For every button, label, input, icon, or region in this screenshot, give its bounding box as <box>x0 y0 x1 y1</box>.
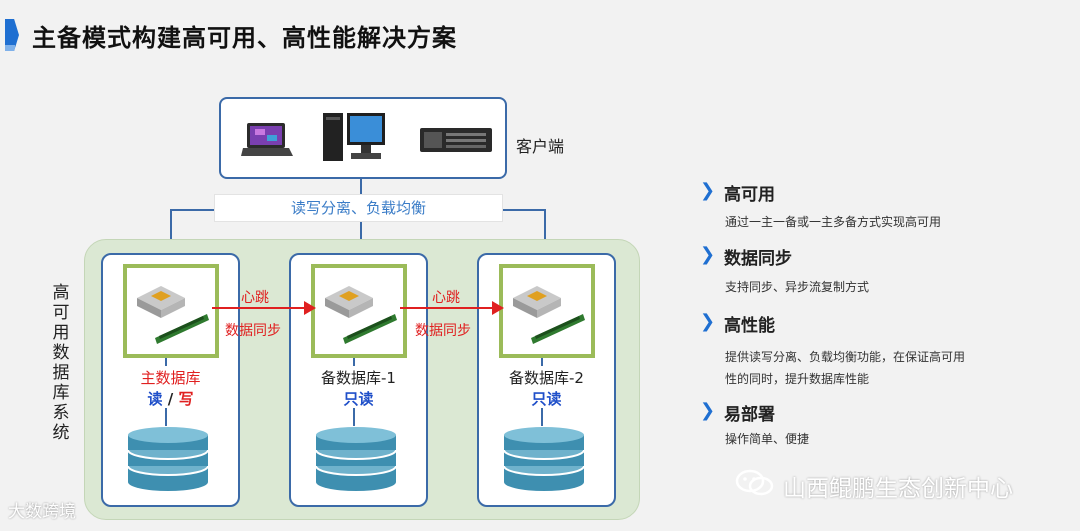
cpu-memory-icon <box>137 286 209 344</box>
db-mode: 读 / 写 <box>103 388 238 409</box>
wire-client-lb <box>360 175 362 195</box>
feature-desc-perf-2: 性的同时，提升数据库性能 <box>725 372 870 386</box>
db-mode: 只读 <box>343 390 374 408</box>
wire-down-left <box>170 209 172 254</box>
wire-down-right <box>544 209 546 254</box>
title-accent-mark <box>5 19 19 51</box>
chevron-right-icon: ❯ <box>700 311 716 332</box>
database-icon <box>315 427 397 491</box>
db-mode: 只读 <box>531 390 562 408</box>
cpu-memory-icon <box>325 286 397 344</box>
mode-read: 读 <box>147 390 163 408</box>
feature-title-sync: 数据同步 <box>724 249 792 269</box>
hardware-frame <box>311 264 407 358</box>
db-card-standby-2: 备数据库-2 只读 <box>477 253 616 507</box>
db-name: 备数据库-2 <box>509 369 584 387</box>
database-icon <box>127 427 209 491</box>
db-name: 主数据库 <box>140 369 201 387</box>
hardware-frame <box>499 264 595 358</box>
wechat-icon <box>735 469 774 496</box>
sync-arrow-head-1 <box>304 301 316 315</box>
connector-line <box>353 358 355 366</box>
feature-desc-perf-1: 提供读写分离、负载均衡功能，在保证高可用 <box>725 350 966 364</box>
page-title: 主备模式构建高可用、高性能解决方案 <box>32 24 457 52</box>
mode-sep: / <box>162 390 179 408</box>
wire-down-mid <box>360 220 362 254</box>
sync-arrow-1 <box>212 307 308 309</box>
connector-line <box>353 408 355 426</box>
sync-arrow-head-2 <box>492 301 504 315</box>
system-label: 高可用数据库系统 <box>52 283 70 443</box>
wire-lb-left <box>170 209 215 211</box>
db-card-primary: 主数据库 读 / 写 <box>101 253 240 507</box>
watermark-left: 大数跨境 <box>8 502 76 522</box>
desktop-icon <box>323 113 385 161</box>
feature-title-ha: 高可用 <box>724 185 775 205</box>
data-sync-label-1: 数据同步 <box>225 323 281 339</box>
mode-write: 写 <box>178 390 194 408</box>
watermark-right: 山西鲲鹏生态创新中心 <box>783 476 1013 502</box>
feature-desc-deploy: 操作简单、便捷 <box>725 432 810 446</box>
heartbeat-label-1: 心跳 <box>241 290 269 306</box>
connector-line <box>541 408 543 426</box>
heartbeat-label-2: 心跳 <box>432 290 460 306</box>
server-icon <box>420 128 492 152</box>
database-icon <box>503 427 585 491</box>
feature-title-deploy: 易部署 <box>724 405 775 425</box>
feature-desc-ha: 通过一主一备或一主多备方式实现高可用 <box>725 215 942 229</box>
connector-line <box>541 358 543 366</box>
data-sync-label-2: 数据同步 <box>415 323 471 339</box>
client-label: 客户端 <box>516 137 565 156</box>
feature-title-perf: 高性能 <box>724 316 775 336</box>
feature-desc-sync: 支持同步、异步流复制方式 <box>725 280 870 294</box>
wire-lb-right <box>501 209 545 211</box>
sync-arrow-2 <box>400 307 496 309</box>
client-box <box>219 97 507 179</box>
chevron-right-icon: ❯ <box>700 400 716 421</box>
connector-line <box>165 408 167 426</box>
db-name: 备数据库-1 <box>321 369 396 387</box>
load-balancer-bar: 读写分离、负载均衡 <box>214 194 503 222</box>
hardware-frame <box>123 264 219 358</box>
cpu-memory-icon <box>513 286 585 344</box>
db-card-standby-1: 备数据库-1 只读 <box>289 253 428 507</box>
chevron-right-icon: ❯ <box>700 244 716 265</box>
laptop-icon <box>241 123 293 156</box>
chevron-right-icon: ❯ <box>700 180 716 201</box>
connector-line <box>165 358 167 366</box>
